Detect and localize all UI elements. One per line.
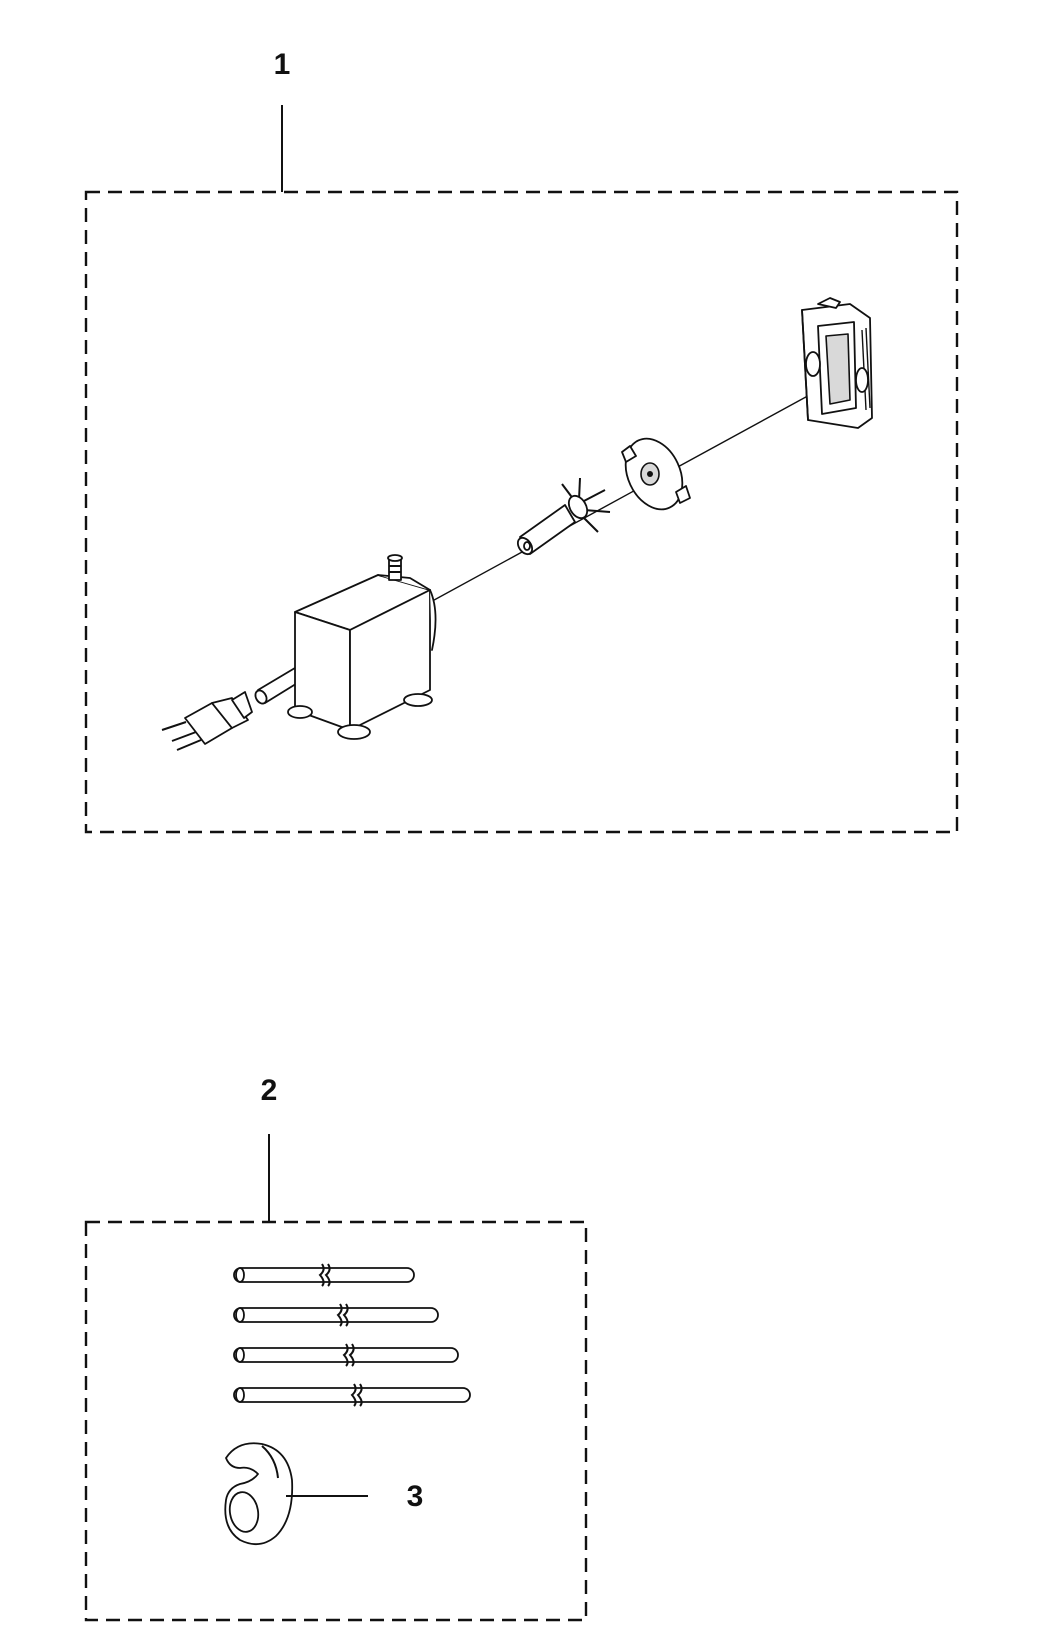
tube-3 [233, 1343, 459, 1367]
kit-1-dashed-boundary [84, 190, 959, 834]
callout-3-label: 3 [407, 1480, 424, 1513]
callout-1-label: 1 [274, 48, 291, 81]
assembly-axis-line [424, 391, 816, 606]
callout-2-label: 2 [261, 1074, 278, 1107]
impeller-cover [621, 437, 691, 511]
tube-2 [233, 1303, 439, 1327]
tube-1 [233, 1263, 415, 1287]
tube-clip [224, 1442, 294, 1546]
kit-2-dashed-boundary [84, 1220, 588, 1622]
power-plug [161, 691, 253, 751]
intake-strainer [801, 297, 873, 429]
impeller [516, 477, 611, 556]
tube-4 [233, 1383, 471, 1407]
pump-motor-housing [287, 554, 437, 740]
